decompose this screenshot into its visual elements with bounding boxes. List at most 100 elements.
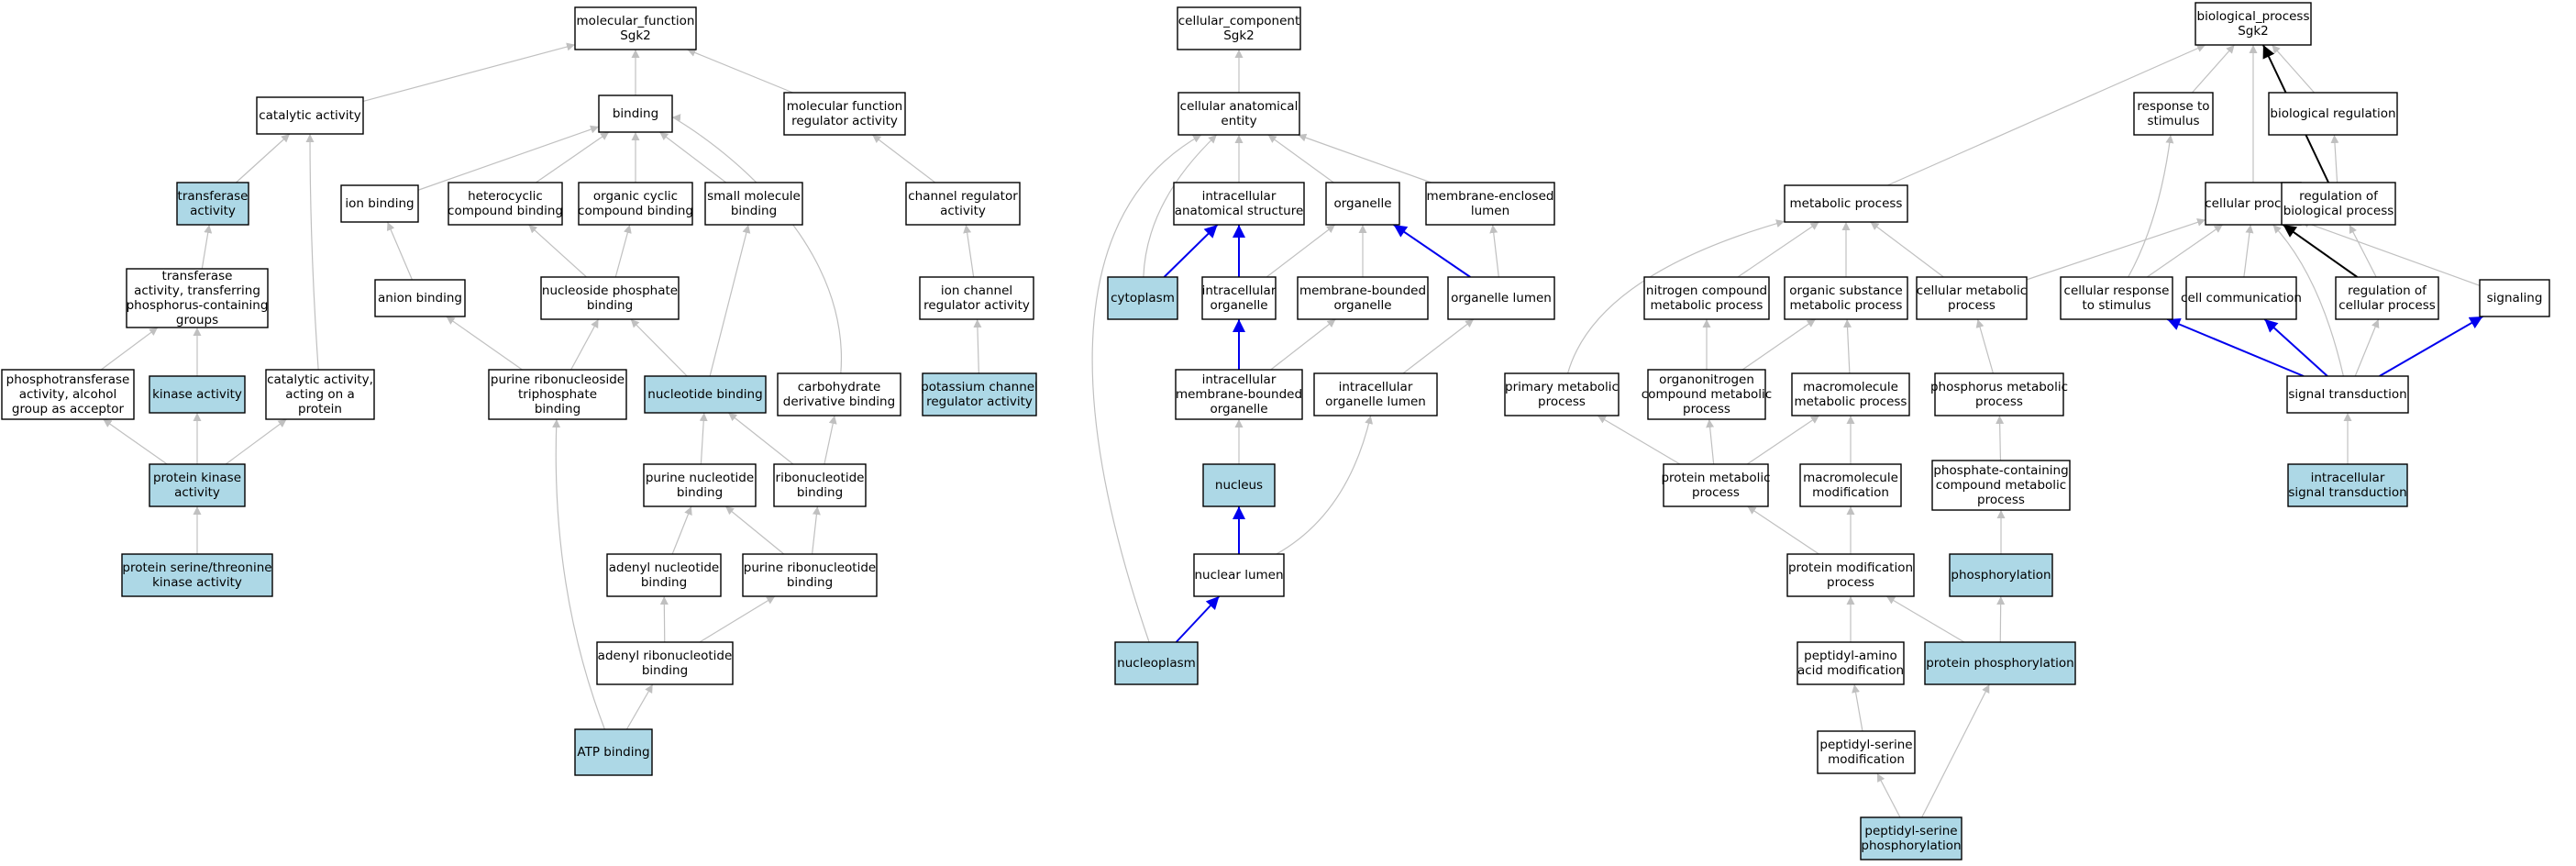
go-term-node-organelle_lumen[interactable]: organelle lumen (1447, 276, 1555, 320)
go-term-node-anion_binding[interactable]: anion binding (374, 279, 466, 317)
go-term-node-signaling[interactable]: signaling (2479, 279, 2550, 317)
go-term-node-kinase[interactable]: kinase activity (149, 375, 246, 414)
edge-is_a-cellular_metabolic-to-cellular_process (2026, 218, 2206, 281)
edge-is_a-atp_binding-to-purine_ribonucleoside_tp (552, 418, 605, 730)
edge-is_a-cellular_response-to-cellular_process (2146, 224, 2224, 278)
edge-is_a-anion_binding-to-ion_binding (386, 221, 414, 281)
go-term-node-organelle[interactable]: organelle (1325, 182, 1400, 226)
term-box (1931, 460, 2071, 511)
term-label-line: phosphotransferase (6, 372, 130, 387)
term-box (905, 182, 1021, 226)
term-box (1425, 182, 1555, 226)
edge-is_a-intracellular_organelle-to-organelle (1266, 224, 1336, 278)
term-label-line: cellular anatomical (1180, 99, 1299, 114)
go-term-node-metabolic_process[interactable]: metabolic process (1784, 184, 1908, 223)
go-term-node-phosphorylation[interactable]: phosphorylation (1949, 553, 2053, 597)
term-label-line: protein phosphorylation (1926, 656, 2074, 671)
go-term-node-nucleotide_binding[interactable]: nucleotide binding (644, 375, 767, 414)
edge-is_a-organonitrogen-to-organic_substance (1741, 318, 1817, 371)
edge-is_a-atp_binding-to-adenyl_ribonucleotide (625, 683, 654, 730)
go-term-node-nucleus[interactable]: nucleus (1202, 463, 1276, 507)
term-box (340, 184, 419, 223)
go-term-node-cytoplasm[interactable]: cytoplasm (1107, 276, 1178, 320)
term-box (574, 6, 697, 50)
term-box (1949, 553, 2053, 597)
go-term-node-cell_communication[interactable]: cell communication (2181, 276, 2302, 320)
term-box (574, 728, 653, 776)
go-term-node-atp_binding[interactable]: ATP binding (574, 728, 653, 776)
go-term-node-binding[interactable]: binding (598, 94, 673, 133)
go-term-node-ion_binding[interactable]: ion binding (340, 184, 419, 223)
term-label-line: activity, alcohol (19, 387, 117, 402)
term-label-line: carbohydrate (798, 380, 881, 394)
term-label-line: peptidyl-serine (1819, 738, 1912, 752)
term-label-line: binding (677, 485, 723, 500)
go-term-node-catalytic[interactable]: catalytic activity (256, 96, 364, 135)
term-label-line: phosphorylation (1861, 838, 1961, 853)
go-term-node-signal_transduction[interactable]: signal transduction (2286, 375, 2409, 414)
go-term-node-biological_regulation[interactable]: biological regulation (2268, 92, 2398, 136)
go-term-node-protein_phosphorylation[interactable]: protein phosphorylation (1924, 641, 2076, 685)
term-box (1447, 276, 1555, 320)
term-box (2479, 279, 2550, 317)
term-box (578, 182, 693, 226)
term-label-line: modification (1812, 485, 1889, 500)
term-label-line: ion channel (941, 283, 1012, 298)
term-label-line: binding (587, 298, 633, 313)
term-label-line: membrane-enclosed (1427, 189, 1554, 204)
go-term-node-nucleoplasm[interactable]: nucleoplasm (1114, 641, 1199, 685)
term-box (540, 276, 680, 320)
go-term-node-nuclear_lumen[interactable]: nuclear lumen (1193, 553, 1285, 597)
